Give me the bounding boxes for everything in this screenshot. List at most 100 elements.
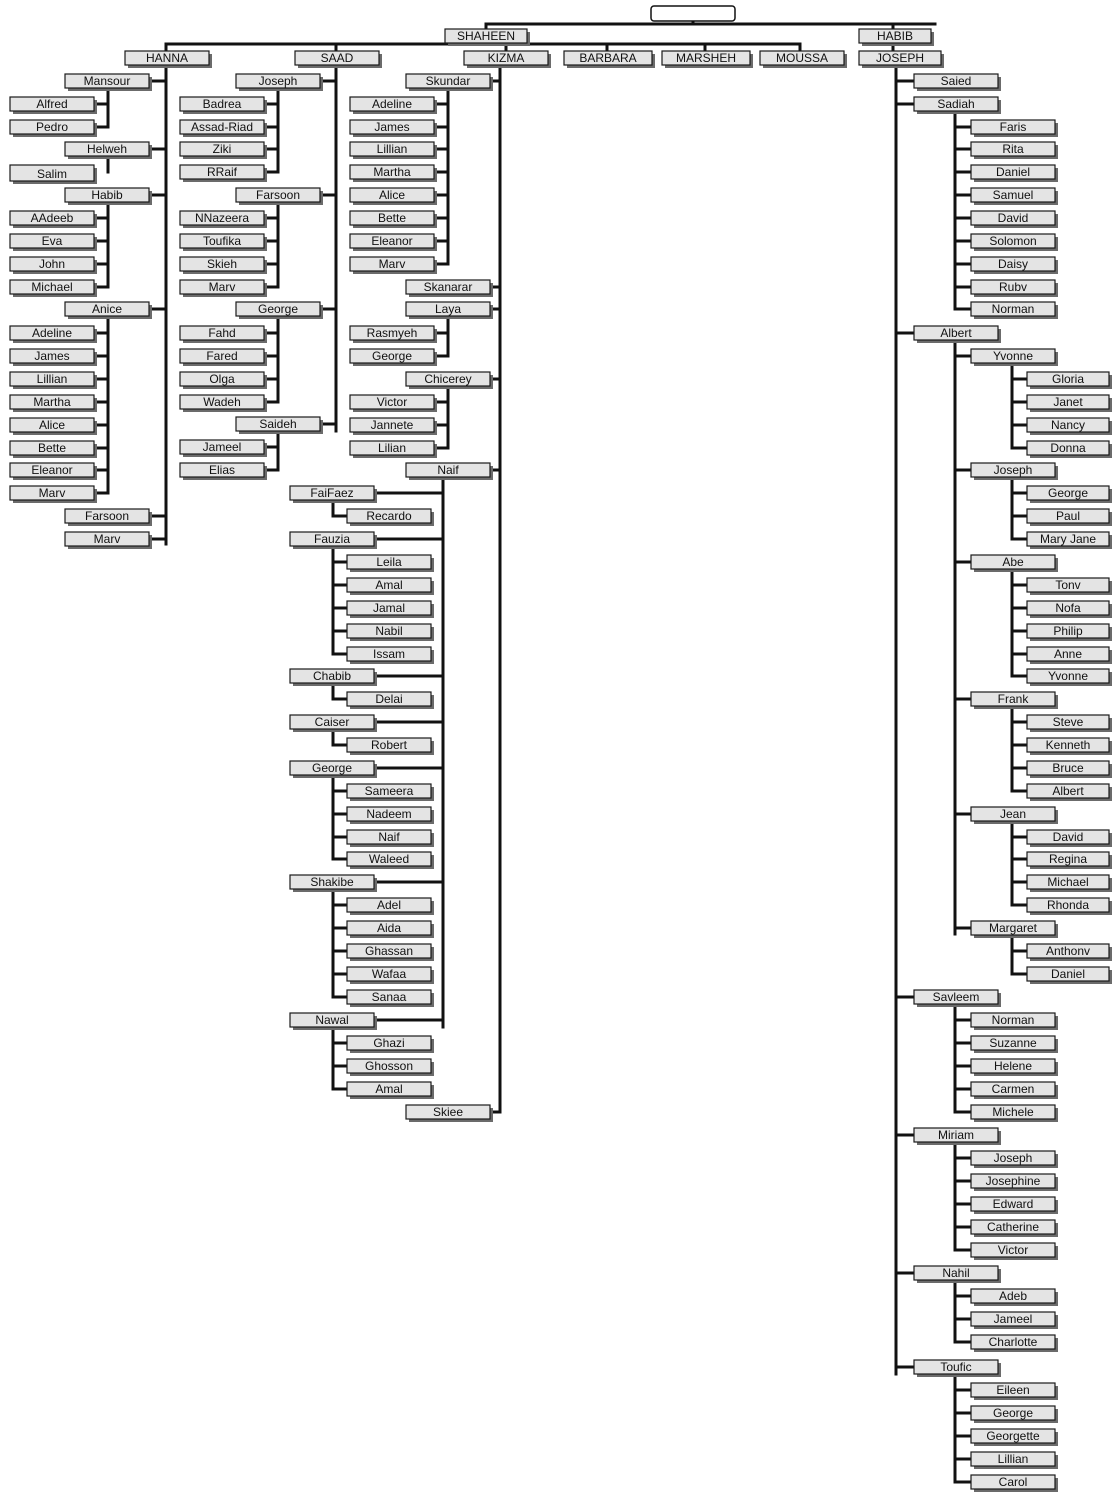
waleed-label: Waleed	[369, 852, 409, 866]
albert-abe-label: Abe	[1002, 555, 1024, 569]
kenneth: Kenneth	[1026, 737, 1112, 755]
eileen-label: Eileen	[996, 1383, 1029, 1397]
robert-label: Robert	[371, 738, 408, 752]
bette-label: Bette	[38, 441, 66, 455]
line-joseph-label: JOSEPH	[876, 51, 924, 65]
donna: Donna	[1026, 440, 1112, 458]
kizma-chicerey: Chicerey	[405, 371, 493, 389]
paul: Paul	[1026, 508, 1112, 526]
toufika-label: Toufika	[203, 234, 241, 248]
edward-label: Edward	[993, 1197, 1034, 1211]
mary-label: Marv	[94, 532, 121, 546]
albert-frank: Frank	[970, 691, 1058, 709]
farsoon: Farsoon	[64, 508, 152, 526]
ruby-label: Rubv	[999, 280, 1027, 294]
naif-caiser-label: Caiser	[315, 715, 350, 729]
fahd: Fahd	[179, 325, 267, 343]
wafaa-label: Wafaa	[372, 967, 407, 981]
catherine: Catherine	[970, 1219, 1058, 1237]
joseph-toufic: Toufic	[913, 1359, 1001, 1377]
amal: Amal	[346, 1081, 434, 1099]
skieh-label: Skieh	[207, 257, 237, 271]
michele-label: Michele	[992, 1105, 1034, 1119]
david: David	[970, 210, 1058, 228]
alfred-label: Alfred	[36, 97, 67, 111]
assad-riad-label: Assad-Riad	[191, 120, 253, 134]
eva-label: Eva	[42, 234, 63, 248]
james: James	[349, 119, 437, 137]
george: George	[1026, 485, 1112, 503]
adeline: Adeline	[349, 96, 437, 114]
saad-joseph: Joseph	[235, 73, 323, 91]
issam: Issam	[346, 646, 434, 664]
recardo-label: Recardo	[366, 509, 412, 523]
sameera: Sameera	[346, 783, 434, 801]
charlotte: Charlotte	[970, 1334, 1058, 1352]
amal-label: Amal	[375, 578, 402, 592]
nabil: Nabil	[346, 623, 434, 641]
kizma-chicerey-label: Chicerey	[424, 372, 471, 386]
pedro: Pedro	[9, 119, 97, 137]
nofa-label: Nofa	[1055, 601, 1081, 615]
naif-label: Naif	[378, 830, 400, 844]
kizma-skiee: Skiee	[405, 1104, 493, 1122]
daniel: Daniel	[970, 164, 1058, 182]
helene: Helene	[970, 1058, 1058, 1076]
rraif: RRaif	[179, 164, 267, 182]
wafaa: Wafaa	[346, 966, 434, 984]
alfred: Alfred	[9, 96, 97, 114]
mary-label: Marv	[39, 486, 66, 500]
delai-label: Delai	[375, 692, 402, 706]
naif-chabib-label: Chabib	[313, 669, 351, 683]
naif-chabib: Chabib	[289, 668, 377, 686]
salim: Salim	[9, 164, 97, 184]
david-label: David	[998, 211, 1029, 225]
naif-caiser: Caiser	[289, 714, 377, 732]
lillian-label: Lillian	[377, 142, 408, 156]
amal: Amal	[346, 577, 434, 595]
habib: Habib	[64, 187, 152, 205]
fared: Fared	[179, 348, 267, 366]
lillian: Lillian	[970, 1451, 1058, 1469]
aida-label: Aida	[377, 921, 401, 935]
tony-label: Tonv	[1055, 578, 1080, 592]
line-marsheh: MARSHEH	[661, 50, 753, 68]
elias: Elias	[179, 462, 267, 480]
michael: Michael	[9, 279, 97, 297]
suzanne-label: Suzanne	[989, 1036, 1037, 1050]
edward: Edward	[970, 1196, 1058, 1214]
naif-faifaez-label: FaiFaez	[310, 486, 353, 500]
faris-label: Faris	[1000, 120, 1027, 134]
naif-faifaez: FaiFaez	[289, 485, 377, 503]
kenneth-label: Kenneth	[1046, 738, 1091, 752]
habib-label: Habib	[91, 188, 123, 202]
daniel: Daniel	[1026, 966, 1112, 984]
ghosson-label: Ghosson	[365, 1059, 413, 1073]
rasmyeh: Rasmyeh	[349, 325, 437, 343]
eleanor: Eleanor	[349, 233, 437, 251]
eleanor-label: Eleanor	[371, 234, 412, 248]
george-label: George	[993, 1406, 1033, 1420]
mary-label: Marv	[209, 280, 236, 294]
kizma-skanarar: Skanarar	[405, 279, 493, 297]
anne: Anne	[1026, 646, 1112, 664]
bette: Bette	[9, 440, 97, 458]
daniel-label: Daniel	[1051, 967, 1085, 981]
joseph-nahil-label: Nahil	[942, 1266, 969, 1280]
albert: Albert	[1026, 783, 1112, 801]
albert-joseph: Joseph	[970, 462, 1058, 480]
ghosson: Ghosson	[346, 1058, 434, 1076]
line-moussa: MOUSSA	[759, 50, 847, 68]
paul-label: Paul	[1056, 509, 1080, 523]
michael-label: Michael	[31, 280, 72, 294]
saad-farsoon-label: Farsoon	[256, 188, 300, 202]
helene-label: Helene	[994, 1059, 1032, 1073]
kizma-laya: Laya	[405, 301, 493, 319]
bette-label: Bette	[378, 211, 406, 225]
carol-label: Carol	[999, 1475, 1028, 1489]
line-barbara-label: BARBARA	[579, 51, 636, 65]
rraif-label: RRaif	[207, 165, 238, 179]
regina-label: Regina	[1049, 852, 1087, 866]
mary: Marv	[64, 531, 152, 549]
